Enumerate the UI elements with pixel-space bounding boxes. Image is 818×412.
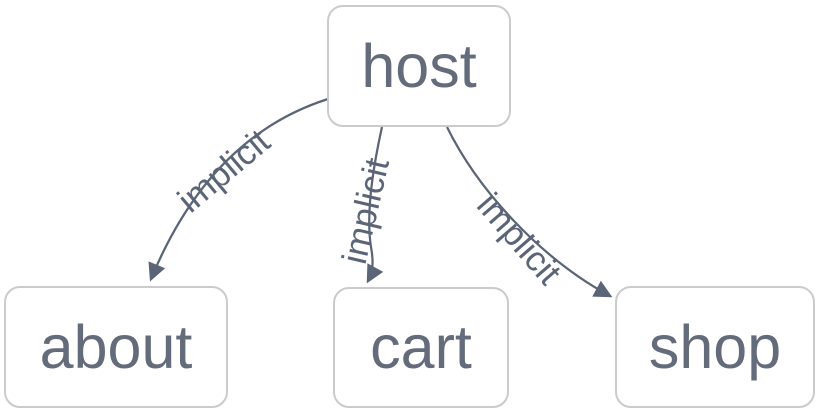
node-about-label: about (39, 312, 193, 381)
edge-label-host-shop: implicit (469, 185, 569, 293)
edge-label-host-about: implicit (170, 121, 278, 221)
node-cart-label: cart (370, 313, 472, 381)
node-shop[interactable]: shop (615, 286, 815, 408)
node-host[interactable]: host (327, 5, 511, 127)
node-cart[interactable]: cart (333, 287, 509, 408)
node-shop-label: shop (648, 312, 782, 381)
node-about[interactable]: about (4, 286, 228, 408)
node-host-label: host (361, 31, 477, 100)
edge-label-host-cart: implicit (334, 154, 398, 268)
